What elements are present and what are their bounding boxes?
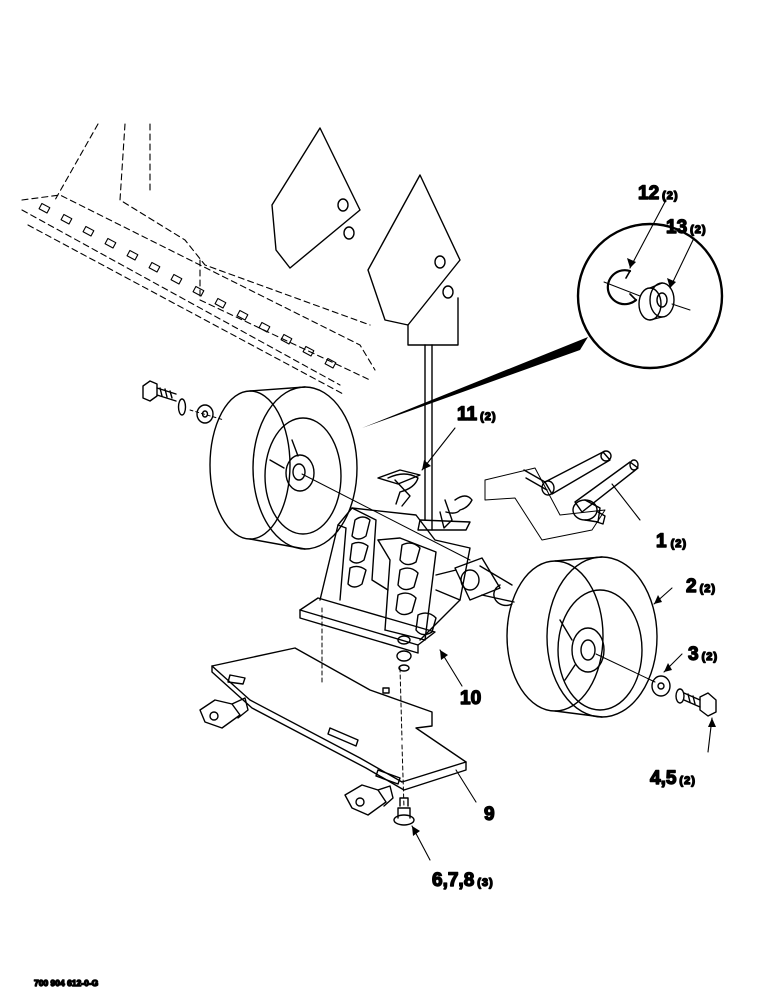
- left-gauge-wheel: [209, 386, 358, 550]
- callout-13: 13(2): [666, 217, 707, 238]
- lift-rod: [424, 344, 433, 531]
- header-frame-dashed: [21, 123, 376, 396]
- callout-6-7-8: 6,7,8(3): [432, 870, 494, 891]
- figure-code: 700 904 612-0-G: [34, 978, 99, 988]
- hair-pins: [377, 469, 473, 531]
- callout-2: 2(2): [686, 576, 716, 597]
- pivot-pins: [484, 450, 639, 541]
- mounting-bolt-lines: [321, 607, 405, 809]
- mounting-plate-left: [271, 127, 361, 269]
- skid-shoe: [211, 647, 467, 791]
- bearing-icon: [638, 282, 675, 321]
- callout-1: 1(2): [656, 531, 687, 552]
- leader-arrowheads: [412, 258, 716, 836]
- mounting-plate-right: [367, 174, 461, 346]
- left-axle-line: [301, 473, 471, 561]
- right-gauge-wheel: [506, 556, 658, 718]
- right-washer-bolt: [651, 675, 717, 717]
- skid-clips: [199, 697, 394, 816]
- callout-9: 9: [484, 804, 495, 825]
- carriage-bolt: [393, 797, 415, 826]
- detail-magnifier: [362, 222, 724, 428]
- callout-10: 10: [460, 688, 481, 709]
- leader-lines: [411, 199, 713, 861]
- header-knife-sections: [38, 202, 337, 369]
- snap-ring-icon: [606, 269, 638, 306]
- callout-3: 3(2): [688, 644, 718, 665]
- callout-12: 12(2): [638, 183, 679, 204]
- caster-bracket: [299, 507, 515, 672]
- callout-11: 11(2): [457, 404, 497, 425]
- right-axle-line: [595, 653, 656, 683]
- callout-4-5: 4,5(2): [650, 768, 696, 789]
- left-bolt-washer: [142, 380, 225, 424]
